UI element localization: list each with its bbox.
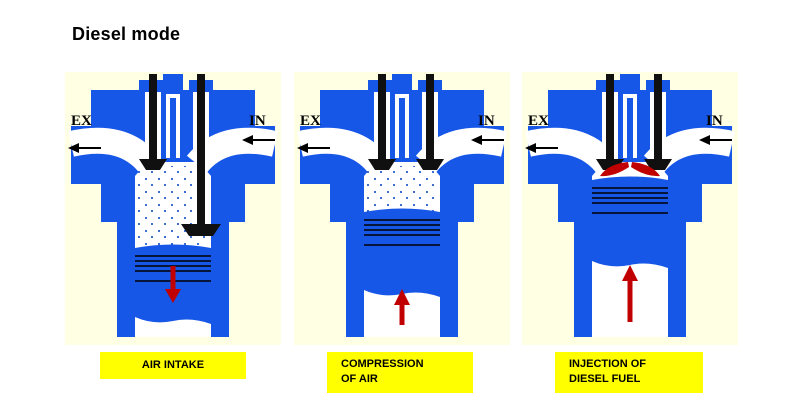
piston [592, 176, 668, 268]
exhaust-label: EX [528, 113, 549, 129]
intake-arrowhead [699, 135, 710, 145]
piston-rings [592, 187, 668, 214]
intake-arrowhead [471, 135, 482, 145]
exhaust-port [297, 127, 389, 173]
flow-labels: EX IN [68, 113, 275, 153]
caption-text-line2: DIESEL FUEL [569, 373, 641, 385]
exhaust-label: EX [300, 113, 321, 129]
piston-motion-arrow-up [394, 289, 410, 325]
page-title: Diesel mode [72, 24, 181, 44]
caption-text-line1: COMPRESSION [341, 358, 424, 370]
intake-label: IN [249, 113, 266, 129]
caption-text-line2: OF AIR [341, 373, 378, 385]
intake-valve-stem [426, 74, 434, 166]
panel-compression: EX IN [294, 72, 510, 345]
air-charge-dots [366, 166, 438, 212]
panel-injection: EX IN [522, 72, 738, 345]
caption-air-intake: AIR INTAKE [100, 352, 246, 379]
caption-text: AIR INTAKE [141, 359, 205, 371]
panel-air-intake: EX IN [65, 72, 281, 345]
intake-valve-stem [654, 74, 662, 166]
intake-arrowhead [242, 135, 253, 145]
piston-motion-arrow-down [165, 266, 181, 303]
engine-diagram-air-intake: EX IN [68, 74, 278, 337]
intake-valve-head [644, 159, 672, 170]
intake-valve-stem-open [197, 74, 205, 226]
valves [139, 74, 221, 236]
flow-labels: EX IN [525, 113, 732, 153]
piston-motion-arrow-up [622, 265, 638, 322]
exhaust-port [68, 127, 160, 173]
exhaust-arrowhead [525, 143, 536, 153]
piston [364, 208, 440, 297]
intake-valve-head-open [181, 224, 221, 236]
caption-compression: COMPRESSION OF AIR [327, 352, 473, 393]
intake-valve-head [416, 159, 444, 170]
exhaust-valve-head [139, 159, 167, 170]
flow-labels: EX IN [297, 113, 504, 153]
exhaust-valve-stem [378, 74, 386, 166]
intake-label: IN [478, 113, 495, 129]
exhaust-valve-stem [149, 74, 157, 166]
exhaust-valve-stem [606, 74, 614, 166]
exhaust-arrowhead [68, 143, 79, 153]
engine-diagram-injection: EX IN [525, 74, 735, 337]
piston-rings [135, 255, 211, 282]
caption-injection: INJECTION OF DIESEL FUEL [555, 352, 703, 393]
exhaust-label: EX [71, 113, 92, 129]
injector [627, 98, 633, 158]
injector [170, 98, 176, 158]
exhaust-valve-head [368, 159, 396, 170]
injector [399, 98, 405, 158]
intake-label: IN [706, 113, 723, 129]
exhaust-arrowhead [297, 143, 308, 153]
engine-diagram-compression: EX IN [297, 74, 507, 337]
fuel-spray [600, 162, 660, 177]
piston-rings [364, 219, 440, 246]
caption-text-line1: INJECTION OF [569, 358, 647, 370]
exhaust-port [525, 127, 617, 173]
valves [368, 74, 444, 170]
